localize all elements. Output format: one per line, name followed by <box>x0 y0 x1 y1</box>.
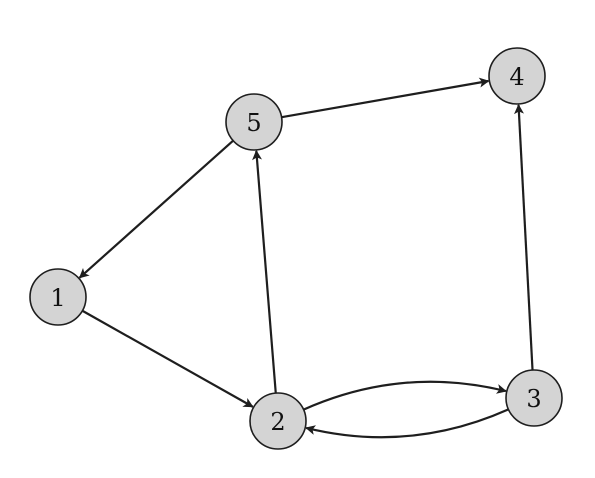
edge-5-to-1 <box>78 139 234 279</box>
edge-3-to-4 <box>514 103 534 371</box>
node-2-circle <box>249 392 307 450</box>
edge-2-to-3 <box>303 380 507 411</box>
node-1-label: 1 <box>50 284 65 312</box>
node-3: 3 <box>505 369 563 427</box>
nodes-layer: 1 2 3 4 5 <box>29 47 563 450</box>
node-5-circle <box>225 93 283 151</box>
node-3-circle <box>505 369 563 427</box>
node-4-circle <box>488 47 546 105</box>
edges-layer <box>78 77 534 439</box>
edge-2-to-5 <box>252 149 277 394</box>
node-1-circle <box>29 268 87 326</box>
edge-1-to-2 <box>81 309 254 408</box>
node-5: 5 <box>225 93 283 151</box>
node-3-label: 3 <box>526 385 541 413</box>
node-5-label: 5 <box>246 109 261 137</box>
node-2: 2 <box>249 392 307 450</box>
node-4: 4 <box>488 47 546 105</box>
edge-3-to-2 <box>305 408 509 439</box>
node-2-label: 2 <box>270 408 285 436</box>
edge-5-to-4 <box>281 77 490 119</box>
node-1: 1 <box>29 268 87 326</box>
node-4-label: 4 <box>509 63 524 91</box>
